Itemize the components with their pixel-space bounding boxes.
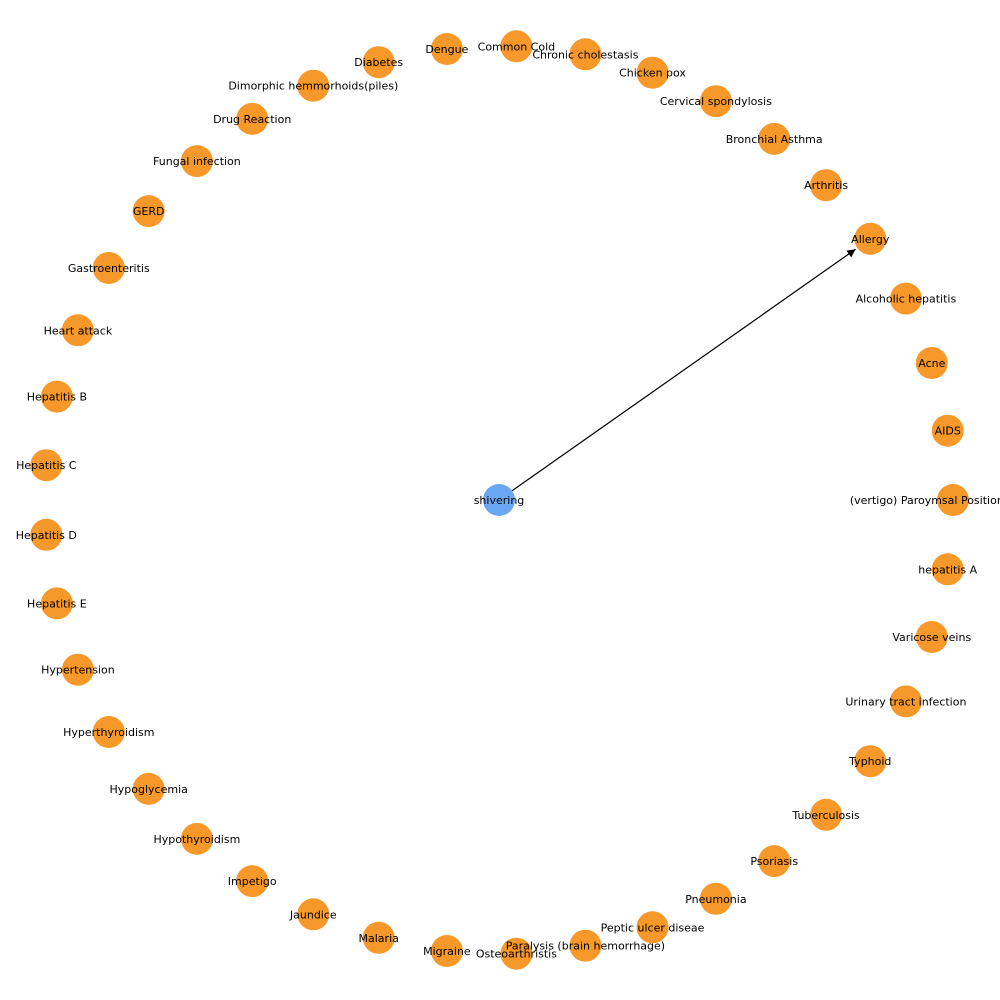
disease-node-hepatitis-e	[40, 587, 73, 620]
disease-node-chicken-pox	[636, 56, 669, 89]
disease-node-hypoglycemia	[132, 772, 165, 805]
disease-label-allergy: Allergy	[851, 233, 890, 246]
disease-label-impetigo: Impetigo	[228, 875, 277, 888]
disease-label-diabetes: Diabetes	[354, 56, 403, 69]
disease-node-chronic-cholestasis	[569, 38, 602, 71]
disease-node-hepatitis-a	[931, 553, 964, 586]
disease-label-heart-attack: Heart attack	[44, 324, 113, 337]
disease-label-hyperthyroidism: Hyperthyroidism	[63, 726, 154, 739]
disease-node-gastroenteritis	[92, 252, 125, 284]
disease-label-varicose-veins: Varicose veins	[892, 631, 971, 644]
disease-label-psoriasis: Psoriasis	[750, 855, 798, 868]
disease-label-arthritis: Arthritis	[804, 179, 848, 192]
disease-node-paralysis-brain-hemorrhage	[569, 929, 602, 962]
disease-label-pneumonia: Pneumonia	[685, 893, 746, 906]
disease-label-alcoholic-hepatitis: Alcoholic hepatitis	[856, 293, 957, 306]
disease-label-chicken-pox: Chicken pox	[619, 67, 686, 80]
disease-label-typhoid: Typhoid	[848, 755, 891, 768]
disease-label-vertigo-paroymsal-positional-vertigo: (vertigo) Paroymsal Positional Vertigo	[850, 494, 1000, 507]
symptom-label-shivering: shivering	[474, 494, 525, 507]
disease-node-hyperthyroidism	[92, 716, 125, 748]
disease-label-acne: Acne	[918, 357, 945, 370]
disease-node-malaria	[362, 921, 395, 954]
disease-label-cervical-spondylosis: Cervical spondylosis	[660, 95, 772, 108]
nodes-layer	[30, 30, 969, 970]
disease-label-tuberculosis: Tuberculosis	[791, 809, 860, 822]
disease-label-hypoglycemia: Hypoglycemia	[110, 783, 188, 796]
disease-node-diabetes	[362, 46, 395, 79]
edge-shivering-to-allergy	[511, 248, 856, 492]
disease-node-hepatitis-b	[40, 380, 73, 413]
disease-node-osteoarthristis	[500, 937, 533, 970]
disease-node-gerd	[132, 195, 165, 228]
disease-node-alcoholic-hepatitis	[889, 282, 922, 315]
disease-label-dengue: Dengue	[425, 43, 468, 56]
disease-label-dimorphic-hemmorhoids-piles: Dimorphic hemmorhoids(piles)	[228, 80, 398, 93]
disease-label-common-cold: Common Cold	[478, 40, 556, 53]
disease-label-gerd: GERD	[133, 205, 165, 218]
disease-node-common-cold	[500, 30, 533, 63]
disease-label-migraine: Migraine	[423, 945, 471, 958]
disease-label-hepatitis-c: Hepatitis C	[16, 459, 77, 472]
disease-node-migraine	[430, 935, 463, 967]
symptom-node-shivering	[483, 484, 515, 516]
disease-node-varicose-veins	[915, 621, 948, 653]
disease-label-hepatitis-a: hepatitis A	[918, 563, 977, 576]
disease-node-hypertension	[61, 653, 94, 686]
labels-layer: (vertigo) Paroymsal Positional Vertigo AI…	[16, 40, 1000, 960]
disease-label-hepatitis-b: Hepatitis B	[27, 391, 87, 404]
disease-label-urinary-tract-infection: Urinary tract infection	[845, 695, 966, 708]
disease-node-peptic-ulcer-diseae	[636, 911, 669, 944]
disease-node-urinary-tract-infection	[889, 685, 922, 718]
disease-label-hypothyroidism: Hypothyroidism	[153, 833, 240, 846]
disease-node-hepatitis-c	[30, 449, 63, 482]
disease-node-acne	[915, 347, 948, 379]
disease-node-tuberculosis	[810, 798, 843, 831]
disease-node-psoriasis	[758, 845, 791, 878]
disease-node-aids	[931, 414, 964, 447]
disease-node-arthritis	[810, 169, 843, 202]
disease-node-allergy	[854, 222, 887, 255]
disease-node-vertigo-paroymsal-positional-vertigo	[937, 484, 969, 516]
disease-label-aids: AIDS	[935, 425, 961, 438]
disease-node-pneumonia	[699, 882, 732, 915]
disease-node-hepatitis-d	[30, 518, 63, 551]
disease-label-hypertension: Hypertension	[41, 664, 115, 677]
disease-label-malaria: Malaria	[359, 932, 399, 945]
disease-node-hypothyroidism	[180, 822, 213, 855]
disease-node-drug-reaction	[236, 102, 269, 135]
disease-node-fungal-infection	[180, 145, 213, 178]
disease-label-chronic-cholestasis: Chronic cholestasis	[532, 48, 638, 61]
edges-layer	[511, 248, 856, 492]
disease-label-osteoarthristis: Osteoarthristis	[476, 948, 557, 961]
disease-node-dengue	[430, 33, 463, 65]
disease-label-drug-reaction: Drug Reaction	[213, 113, 291, 126]
disease-node-typhoid	[854, 745, 887, 778]
disease-node-jaundice	[297, 898, 330, 931]
disease-label-gastroenteritis: Gastroenteritis	[68, 262, 150, 275]
disease-label-bronchial-asthma: Bronchial Asthma	[726, 133, 823, 146]
disease-label-jaundice: Jaundice	[289, 908, 337, 921]
disease-label-paralysis-brain-hemorrhage: Paralysis (brain hemorrhage)	[506, 940, 665, 953]
disease-node-impetigo	[236, 865, 269, 898]
disease-label-fungal-infection: Fungal infection	[153, 155, 241, 168]
disease-node-cervical-spondylosis	[699, 85, 732, 118]
disease-label-hepatitis-e: Hepatitis E	[27, 597, 87, 610]
disease-node-bronchial-asthma	[758, 122, 791, 155]
disease-node-dimorphic-hemmorhoids-piles	[297, 69, 330, 102]
disease-node-heart-attack	[61, 314, 94, 347]
disease-label-hepatitis-d: Hepatitis D	[16, 529, 77, 542]
disease-label-peptic-ulcer-diseae: Peptic ulcer diseae	[601, 921, 705, 934]
